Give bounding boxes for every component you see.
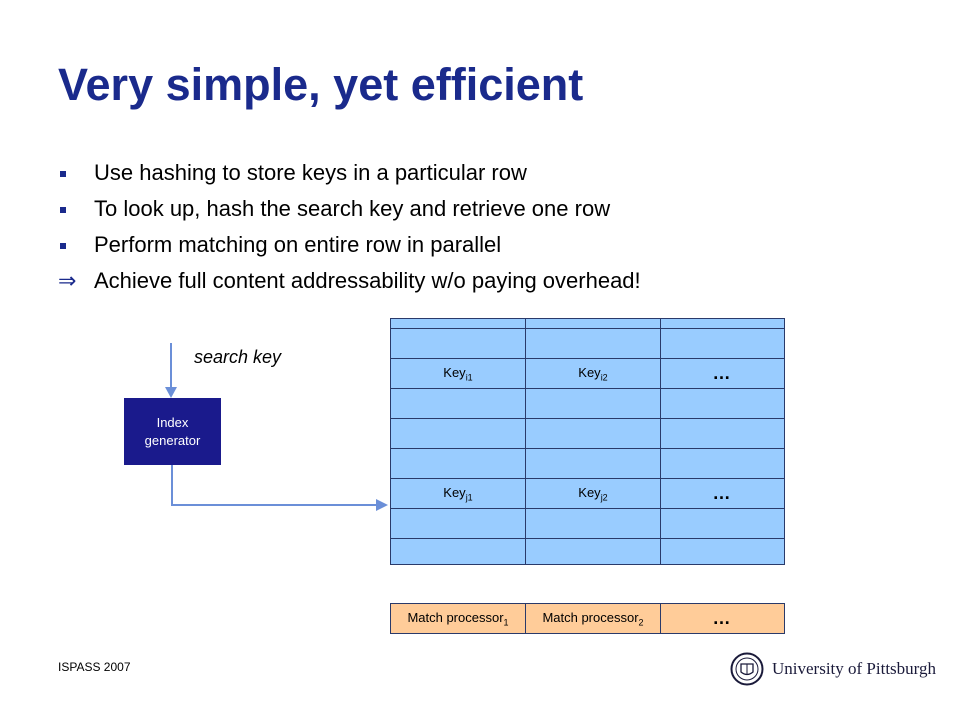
table-cell xyxy=(660,508,785,539)
index-output-connector-horizontal xyxy=(171,504,377,506)
university-seal-icon xyxy=(730,652,764,686)
table-row xyxy=(390,328,785,359)
table-cell xyxy=(660,388,785,419)
match-processor-1: Match processor1 xyxy=(390,603,526,634)
table-cell xyxy=(660,328,785,359)
key-cell: Keyi2 xyxy=(525,358,661,389)
bullet-text: Perform matching on entire row in parall… xyxy=(94,232,502,257)
down-arrowhead-icon xyxy=(165,387,177,398)
university-logo: University of Pittsburgh xyxy=(730,652,936,686)
bullet-text: Achieve full content addressability w/o … xyxy=(94,268,641,293)
table-cell xyxy=(525,508,661,539)
table-cell xyxy=(390,508,526,539)
table-cell xyxy=(660,318,785,329)
table-cell xyxy=(660,538,785,565)
square-bullet-icon xyxy=(58,196,66,213)
index-generator-box: Index generator xyxy=(124,398,221,465)
slide-title: Very simple, yet efficient xyxy=(58,59,584,110)
table-cell xyxy=(525,328,661,359)
match-processor-more: … xyxy=(660,603,785,634)
square-bullet-icon xyxy=(58,160,66,177)
table-cell xyxy=(390,318,526,329)
ellipsis-cell: … xyxy=(660,478,785,509)
table-cell xyxy=(525,448,661,479)
search-key-arrow xyxy=(170,343,172,389)
table-row xyxy=(390,508,785,539)
bullet-text: To look up, hash the search key and retr… xyxy=(94,196,611,221)
index-output-connector-vertical xyxy=(171,465,173,505)
table-cell xyxy=(525,418,661,449)
table-row xyxy=(390,418,785,449)
bullet-item: ⇒ Achieve full content addressability w/… xyxy=(58,268,641,304)
university-name: University of Pittsburgh xyxy=(772,659,937,678)
match-processor-row: Match processor1 Match processor2 … xyxy=(390,603,785,634)
bullet-item: Use hashing to store keys in a particula… xyxy=(58,160,641,196)
table-row xyxy=(390,538,785,565)
table-cell xyxy=(390,418,526,449)
implies-arrow-icon: ⇒ xyxy=(58,268,77,293)
table-cell xyxy=(390,448,526,479)
table-row xyxy=(390,448,785,479)
right-arrowhead-icon xyxy=(376,499,388,511)
table-cell xyxy=(525,538,661,565)
table-row xyxy=(390,388,785,419)
bullet-text: Use hashing to store keys in a particula… xyxy=(94,160,527,185)
bullet-item: To look up, hash the search key and retr… xyxy=(58,196,641,232)
key-cell: Keyj2 xyxy=(525,478,661,509)
bullet-item: Perform matching on entire row in parall… xyxy=(58,232,641,268)
match-processor-2: Match processor2 xyxy=(525,603,661,634)
search-key-label: search key xyxy=(194,347,282,367)
table-cell xyxy=(525,388,661,419)
key-cell: Keyi1 xyxy=(390,358,526,389)
key-cell: Keyj1 xyxy=(390,478,526,509)
footer-text: ISPASS 2007 xyxy=(58,660,131,674)
table-cell xyxy=(390,388,526,419)
table-cell xyxy=(390,538,526,565)
table-cell xyxy=(660,448,785,479)
ellipsis-cell: … xyxy=(660,358,785,389)
index-generator-label: Index generator xyxy=(144,414,201,448)
table-cell xyxy=(390,328,526,359)
table-cell xyxy=(525,318,661,329)
square-bullet-icon xyxy=(58,232,66,249)
table-cell xyxy=(660,418,785,449)
table-row xyxy=(390,318,785,329)
bullet-list: Use hashing to store keys in a particula… xyxy=(58,160,641,304)
